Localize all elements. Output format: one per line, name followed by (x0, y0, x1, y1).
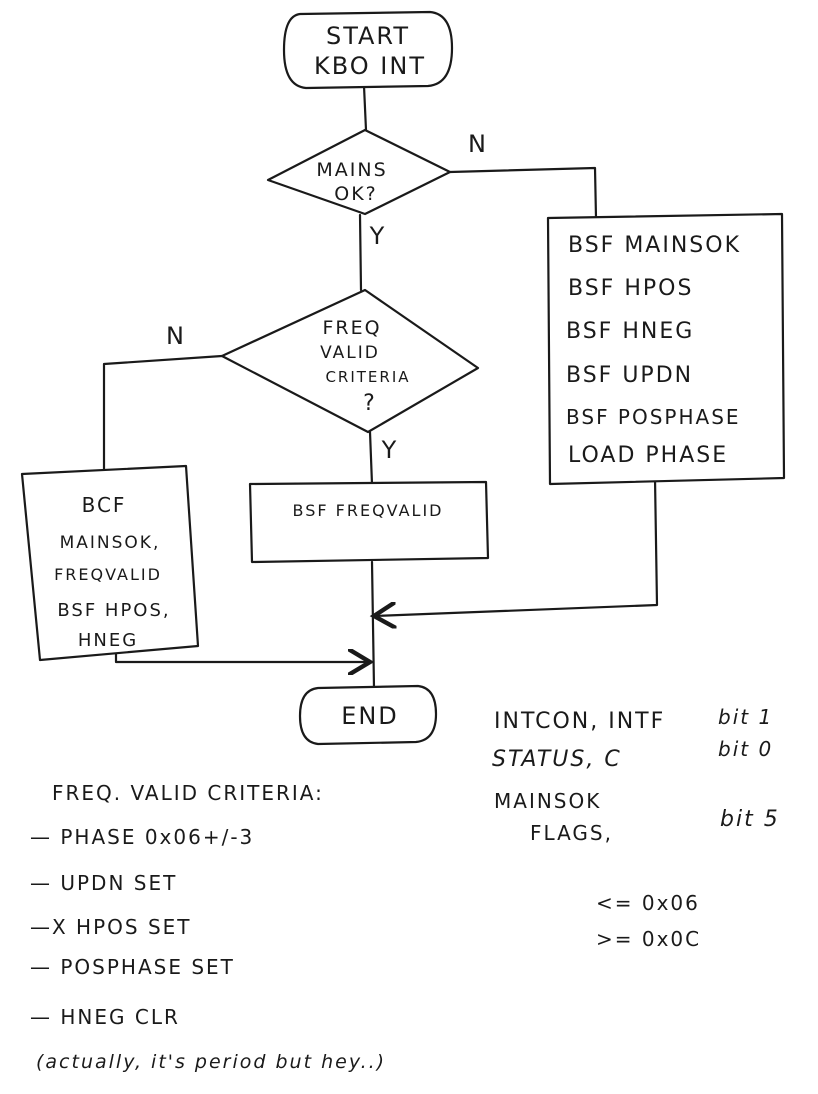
bit-note-name-2: STATUS, C (492, 747, 622, 772)
freq-invalid-line-5: HNEG (78, 630, 138, 651)
bit-note-name-3: MAINSOK (494, 789, 601, 813)
freq-invalid-process-box: BCF MAINSOK, FREQVALID BSF HPOS, HNEG (20, 464, 200, 662)
bit-note-bit-2: bit 0 (718, 737, 773, 761)
freq-valid-box-text: BSF FREQVALID (293, 501, 444, 520)
freq-invalid-line-2: MAINSOK, (60, 533, 161, 553)
bit-note-name-1: INTCON, INTF (494, 709, 665, 734)
criteria-item-2: — UPDN SET (30, 871, 177, 895)
mains-fail-line-4: BSF UPDN (566, 363, 693, 388)
freq-decision-line-1: FREQ (322, 317, 381, 339)
criteria-title: FREQ. VALID CRITERIA: (52, 781, 324, 805)
freq-decision-line-4: ? (363, 391, 377, 416)
start-line-1: START (326, 22, 410, 50)
mains-decision-line-2: OK? (334, 183, 378, 205)
start-terminal: START KBO INT (282, 10, 454, 90)
mains-ok-decision: MAINS OK? (266, 128, 452, 216)
mains-yes-label: Y (369, 222, 387, 250)
freq-valid-decision: FREQ VALID CRITERIA ? (220, 288, 480, 434)
mains-no-label: N (468, 130, 488, 158)
freq-decision-line-2: VALID (320, 343, 380, 363)
freq-yes-label: Y (381, 436, 399, 464)
bit-note-name-4: FLAGS, (530, 821, 613, 845)
end-terminal: END (298, 684, 438, 746)
mains-fail-line-1: BSF MAINSOK (568, 233, 741, 258)
mains-fail-line-5: BSF POSPHASE (566, 405, 741, 429)
criteria-item-1: — PHASE 0x06+/-3 (30, 825, 254, 849)
freq-decision-line-3: CRITERIA (325, 368, 410, 386)
mains-fail-line-6: LOAD PHASE (568, 443, 728, 468)
compare-note-1: <= 0x06 (596, 891, 700, 915)
freq-invalid-line-4: BSF HPOS, (57, 600, 170, 621)
bit-note-bit-3: bit 5 (720, 807, 780, 832)
freq-invalid-line-1: BCF (82, 493, 127, 517)
register-notes: INTCON, INTF bit 1 STATUS, C bit 0 MAINS… (492, 705, 780, 951)
mains-decision-line-1: MAINS (316, 159, 387, 181)
freq-valid-process-box: BSF FREQVALID (248, 480, 490, 564)
criteria-aside: (actually, it's period but hey..) (36, 1051, 386, 1073)
end-label: END (341, 702, 399, 730)
mains-fail-line-2: BSF HPOS (568, 276, 693, 301)
criteria-notes: FREQ. VALID CRITERIA: — PHASE 0x06+/-3 —… (30, 781, 386, 1073)
criteria-item-5: — HNEG CLR (30, 1005, 180, 1029)
criteria-item-4: — POSPHASE SET (30, 955, 235, 979)
freq-invalid-line-3: FREQVALID (54, 565, 162, 584)
mains-fail-line-3: BSF HNEG (566, 319, 694, 344)
freq-no-label: N (166, 322, 186, 350)
bit-note-bit-1: bit 1 (718, 705, 773, 729)
compare-note-2: >= 0x0C (596, 927, 701, 951)
mains-fail-process-box: BSF MAINSOK BSF HPOS BSF HNEG BSF UPDN B… (546, 212, 786, 486)
criteria-item-3: —X HPOS SET (30, 915, 192, 939)
connectors (102, 84, 659, 690)
start-line-2: KBO INT (314, 52, 426, 80)
